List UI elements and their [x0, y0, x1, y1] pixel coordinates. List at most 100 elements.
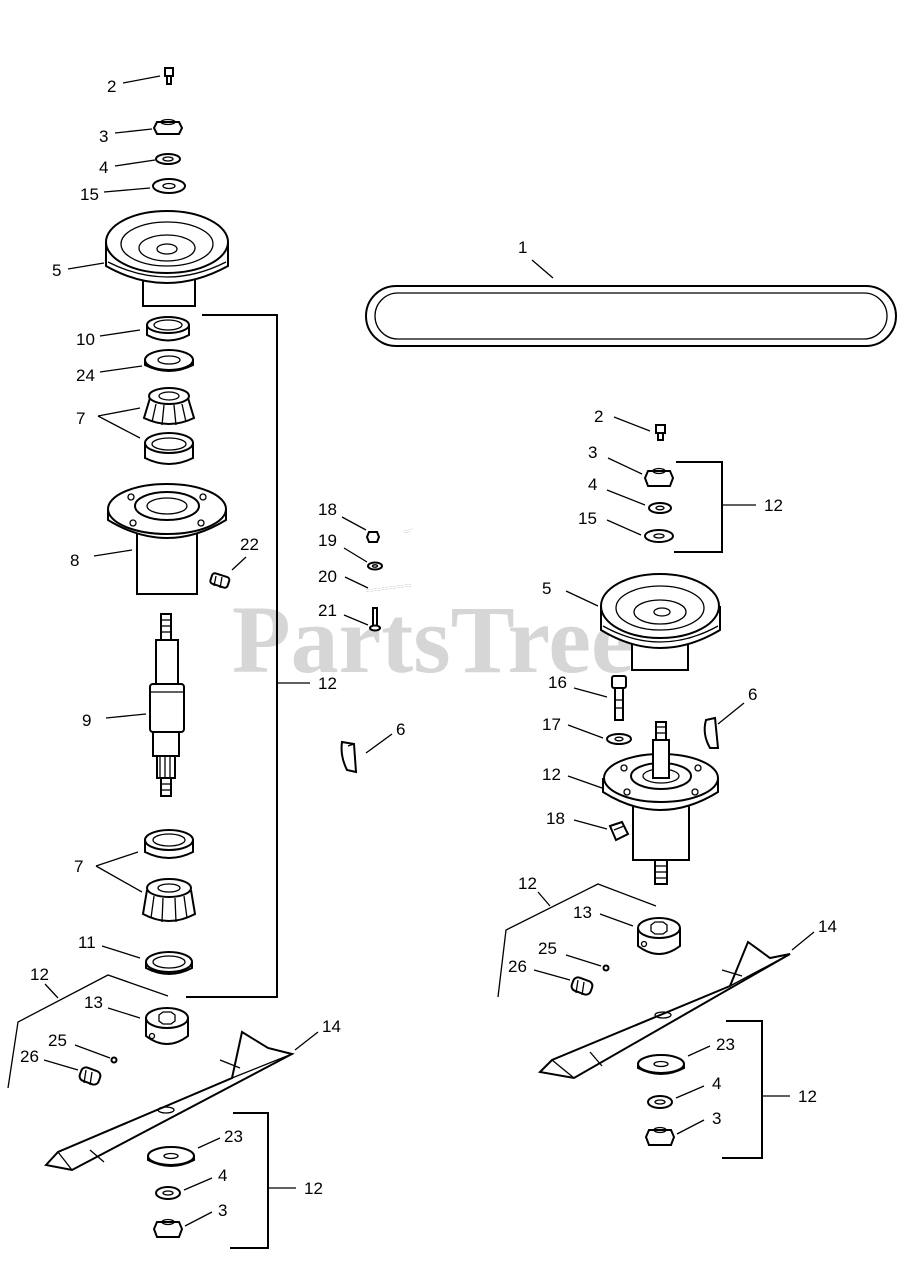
callout-label: 13	[84, 993, 103, 1012]
washer-part	[606, 733, 632, 745]
callout-label: 15	[578, 509, 597, 528]
fitting-part	[570, 976, 594, 996]
callout-label: 26	[20, 1047, 39, 1066]
bearing-cup-part	[144, 432, 194, 465]
bearing-cone-part	[141, 878, 197, 923]
washer-part	[152, 178, 186, 194]
nut-part	[152, 118, 184, 135]
bracket-line	[7, 974, 169, 1089]
callout-label: 5	[52, 261, 61, 280]
callout-label: 9	[82, 711, 91, 730]
bracket-line	[230, 1112, 269, 1249]
lock-washer-part	[155, 1186, 181, 1200]
bracket-line	[497, 883, 657, 998]
grease-fitting-part	[608, 820, 630, 842]
callout-label: 12	[542, 765, 561, 784]
bolt-part	[369, 607, 381, 632]
callout-label: 21	[318, 601, 337, 620]
leader-line	[531, 259, 554, 279]
washer-part	[147, 1146, 195, 1167]
washer-part	[367, 561, 383, 571]
callout-label: 8	[70, 551, 79, 570]
nut-part	[152, 1218, 184, 1238]
bracket-line	[186, 314, 278, 998]
callout-label: 24	[76, 366, 95, 385]
nut-part	[643, 467, 675, 487]
bracket-line	[674, 461, 723, 553]
callout-label: 5	[542, 579, 551, 598]
set-screw-part	[602, 964, 610, 972]
set-screw-part	[110, 1056, 118, 1064]
callout-label: 19	[318, 531, 337, 550]
callout-label: 25	[538, 939, 557, 958]
drive-belt	[365, 285, 897, 347]
callout-label: 12	[518, 874, 537, 893]
blade-adapter-part	[637, 917, 681, 955]
washer-part	[637, 1054, 685, 1075]
callout-label: 18	[546, 809, 565, 828]
watermark: PartsTree	[232, 586, 634, 693]
callout-label: 17	[542, 715, 561, 734]
lock-washer-part	[648, 502, 672, 514]
callout-label: 4	[218, 1166, 227, 1185]
fitting-part	[78, 1066, 102, 1086]
callout-label: 2	[594, 407, 603, 426]
callout-label: 3	[588, 443, 597, 462]
bent-rod-part	[365, 528, 413, 592]
callout-label: 12	[798, 1087, 817, 1106]
callout-label: 22	[240, 535, 259, 554]
callout-label: 10	[76, 330, 95, 349]
grease-fitting-part	[209, 572, 231, 589]
callout-label: 4	[588, 475, 597, 494]
bracket-line	[722, 1020, 763, 1159]
nut-part	[365, 531, 381, 543]
callout-label: 14	[322, 1017, 341, 1036]
callout-label: 23	[224, 1127, 243, 1146]
bearing-cone-part	[142, 387, 196, 426]
mower-blade-part	[537, 940, 791, 1080]
callout-label: 11	[78, 933, 96, 952]
callout-label: 16	[548, 673, 567, 692]
callout-label: 13	[573, 903, 592, 922]
spindle-shaft-part	[149, 613, 185, 797]
callout-label: 20	[318, 567, 337, 586]
blade-adapter-part	[145, 1007, 189, 1045]
nut-part	[644, 1126, 676, 1146]
callout-label: 14	[818, 917, 837, 936]
spindle-assembly-part	[602, 721, 719, 885]
callout-label: 2	[107, 77, 116, 96]
callout-label: 26	[508, 957, 527, 976]
pulley-part	[105, 210, 229, 307]
callout-label: 3	[218, 1201, 227, 1220]
callout-label: 6	[748, 685, 757, 704]
callout-label: 18	[318, 500, 337, 519]
washer-part	[644, 529, 674, 543]
screw-part	[655, 424, 666, 441]
key-part	[340, 740, 358, 774]
callout-label: 3	[712, 1109, 721, 1128]
bearing-cup-part	[144, 829, 194, 859]
lock-washer-part	[155, 153, 181, 165]
callout-label: 25	[48, 1031, 67, 1050]
spindle-housing-part	[107, 483, 227, 595]
callout-label: 4	[712, 1074, 721, 1093]
bolt-part	[611, 675, 627, 721]
lock-washer-part	[647, 1095, 673, 1109]
washer-part	[144, 349, 194, 372]
seal-part	[145, 951, 193, 975]
callout-label: 1	[518, 238, 527, 257]
callout-label: 7	[76, 409, 85, 428]
callout-label: 23	[716, 1035, 735, 1054]
key-part	[703, 716, 720, 749]
callout-label: 7	[74, 857, 83, 876]
callout-label: 3	[99, 127, 108, 146]
spacer-part	[146, 316, 190, 342]
callout-label: 6	[396, 720, 405, 739]
mower-blade-part	[44, 1030, 295, 1172]
screw-part	[164, 67, 174, 85]
pulley-part	[600, 573, 721, 671]
callout-label: 12	[304, 1179, 323, 1198]
callout-label: 15	[80, 185, 99, 204]
